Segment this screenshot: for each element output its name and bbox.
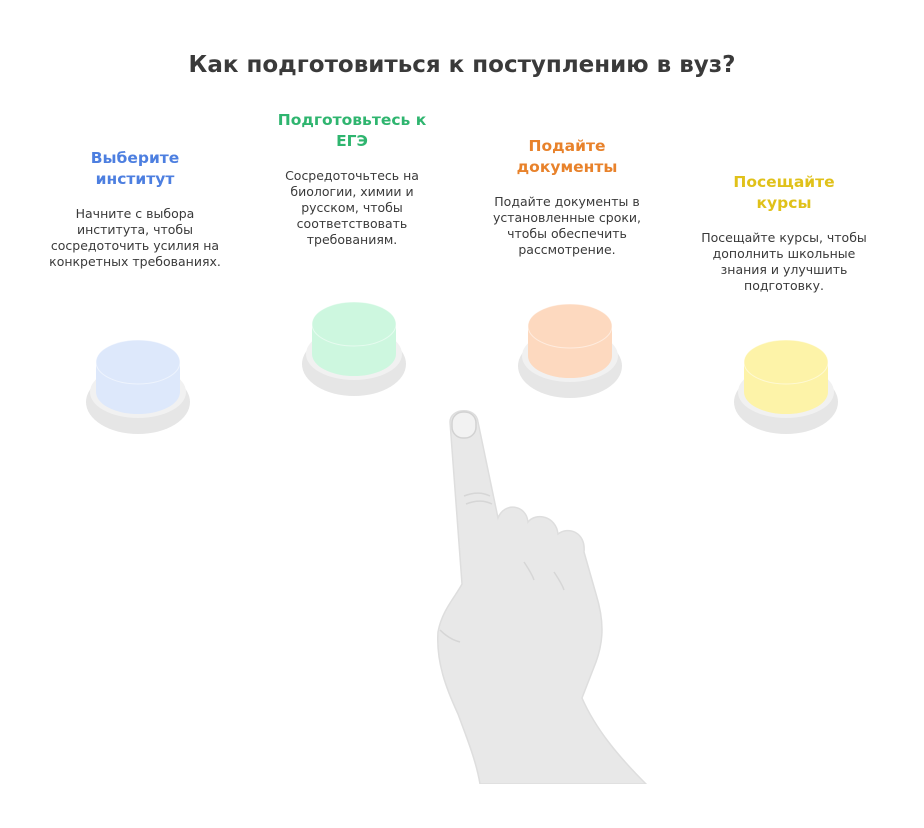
step-description: Сосредоточьтесь на биологии, химии и рус… (285, 168, 419, 247)
step-choose-institute: Выберите институт Начните с выбора инсти… (40, 148, 230, 270)
step-3-button-icon (518, 303, 622, 398)
step-2-button-icon (302, 301, 406, 396)
step-description: Начните с выбора института, чтобы сосред… (49, 206, 221, 269)
button-top (743, 339, 829, 385)
pointing-hand-icon (437, 410, 648, 784)
page-title: Как подготовиться к поступлению в вуз? (188, 52, 736, 78)
step-heading: Выберите институт (90, 149, 180, 188)
step-4-button-icon (734, 339, 838, 434)
step-prepare-exam: Подготовьтесь к ЕГЭ Сосредоточьтесь на б… (257, 110, 447, 248)
step-submit-documents: Подайте документы Подайте документы в ус… (472, 136, 662, 258)
step-description: Подайте документы в установленные сроки,… (492, 194, 642, 257)
step-heading: Посещайте курсы (733, 173, 835, 212)
button-top (527, 303, 613, 349)
button-top (95, 339, 181, 385)
step-heading: Подайте документы (516, 137, 618, 176)
step-1-button-icon (86, 339, 190, 434)
step-description: Посещайте курсы, чтобы дополнить школьны… (701, 230, 867, 293)
step-heading: Подготовьтесь к ЕГЭ (277, 111, 427, 150)
button-top (311, 301, 397, 347)
step-attend-courses: Посещайте курсы Посещайте курсы, чтобы д… (689, 172, 879, 294)
